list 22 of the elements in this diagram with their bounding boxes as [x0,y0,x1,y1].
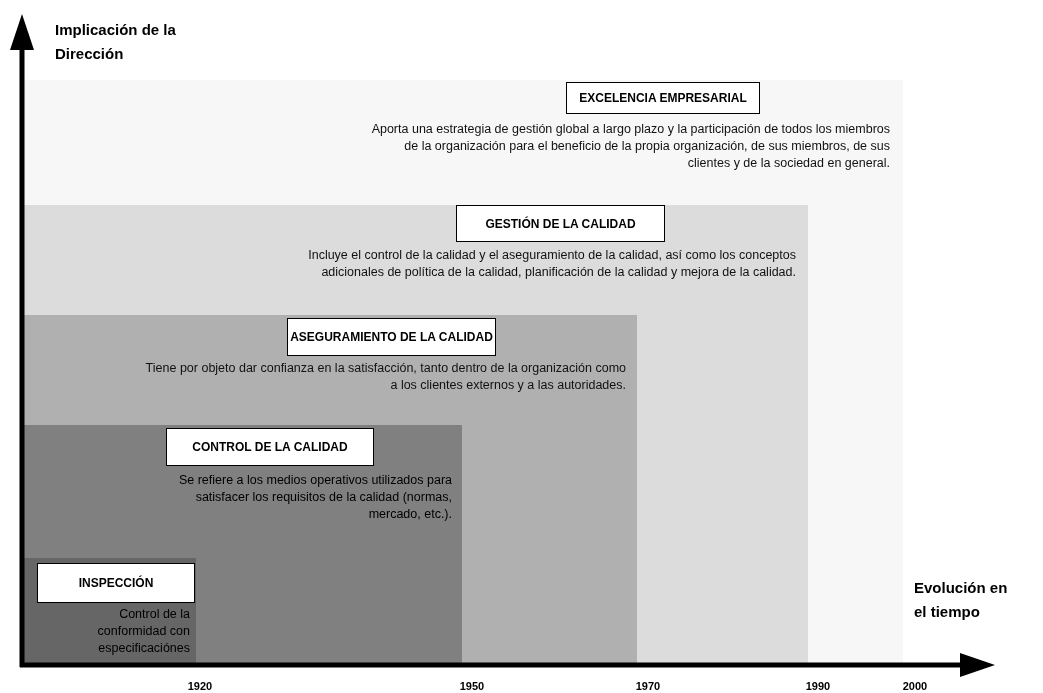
year-label: 2000 [901,679,929,693]
stage-heading: EXCELENCIA EMPRESARIAL [566,82,760,114]
year-label: 1990 [804,679,832,693]
stage-description: Incluye el control de la calidad y el aseguramiento de la calidad, así como los conceptos adicionales de política de la calidad, planificación de la calidad y mejora de la calidad. [307,247,796,281]
stage-heading: INSPECCIÓN [37,563,195,603]
stage-description: Tiene por objeto dar confianza en la satisfacción, tanto dentro de la organización como a los clientes externos y a las autoridades. [144,360,626,394]
stage-band [22,315,637,665]
stage-description: Aporta una estrategia de gestión global a largo plazo y la participación de todos los miembros de la organización para el beneficio de la propia organización, de sus miembros, de sus clientes y de la sociedad en general. [370,121,890,172]
stage-band [22,425,462,665]
axis-title: Evolución en el tiempo [914,578,1009,622]
axis-title: Implicación de la Dirección [55,20,177,64]
stage-description: Control de la conformidad con especificaciónes [96,606,190,657]
year-label: 1970 [634,679,662,693]
year-label: 1920 [186,679,214,693]
stage-band [22,205,808,665]
stage-heading: CONTROL DE LA CALIDAD [166,428,374,466]
stage-band [22,558,196,665]
stage-band [22,80,903,665]
stage-heading: ASEGURAMIENTO DE LA CALIDAD [287,318,496,356]
stage-heading: GESTIÓN DE LA CALIDAD [456,205,665,242]
stage-description: Se refiere a los medios operativos utilizados para satisfacer los requisitos de la calidad (normas, mercado, etc.). [177,472,452,523]
year-label: 1950 [458,679,486,693]
